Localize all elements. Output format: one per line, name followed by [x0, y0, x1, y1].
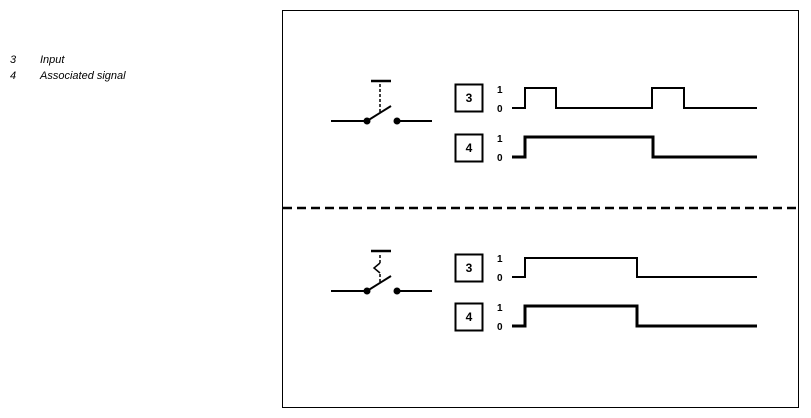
associated-signal-waveform — [512, 135, 757, 159]
high-level-label: 1 — [497, 303, 503, 314]
legend-item-associated-signal: 4 Associated signal — [10, 68, 126, 84]
latching-switch-icon — [331, 249, 432, 295]
high-level-label: 1 — [497, 254, 503, 265]
legend-item-input: 3 Input — [10, 52, 126, 68]
high-level-label: 1 — [497, 134, 503, 145]
signal-box-label: 4 — [466, 310, 473, 324]
signal-row-input: 3 1 0 — [454, 253, 757, 284]
signal-row-input: 3 1 0 — [454, 83, 757, 115]
signal-box-label: 3 — [466, 261, 473, 275]
signal-box — [454, 302, 484, 332]
high-level-label: 1 — [497, 85, 503, 96]
legend-text: Associated signal — [40, 70, 126, 82]
low-level-label: 0 — [497, 104, 503, 115]
associated-signal-waveform — [512, 304, 757, 328]
diagram-frame — [282, 10, 799, 408]
push-button-switch-icon — [331, 79, 432, 125]
legend-number: 3 — [10, 54, 17, 66]
legend-text: Input — [40, 54, 65, 66]
signal-box — [454, 83, 484, 113]
legend: 3 Input 4 Associated signal — [10, 52, 126, 84]
signal-box-label: 4 — [466, 141, 473, 155]
signal-box — [454, 133, 484, 163]
legend-number: 4 — [10, 70, 17, 82]
input-waveform — [512, 87, 757, 109]
signal-box — [454, 253, 484, 283]
signal-row-associated-signal: 4 1 0 — [454, 302, 757, 333]
low-level-label: 0 — [497, 273, 503, 284]
signal-row-associated-signal: 4 1 0 — [454, 133, 757, 164]
low-level-label: 0 — [497, 322, 503, 333]
low-level-label: 0 — [497, 153, 503, 164]
signal-box-label: 3 — [466, 91, 473, 105]
input-waveform — [512, 257, 757, 278]
